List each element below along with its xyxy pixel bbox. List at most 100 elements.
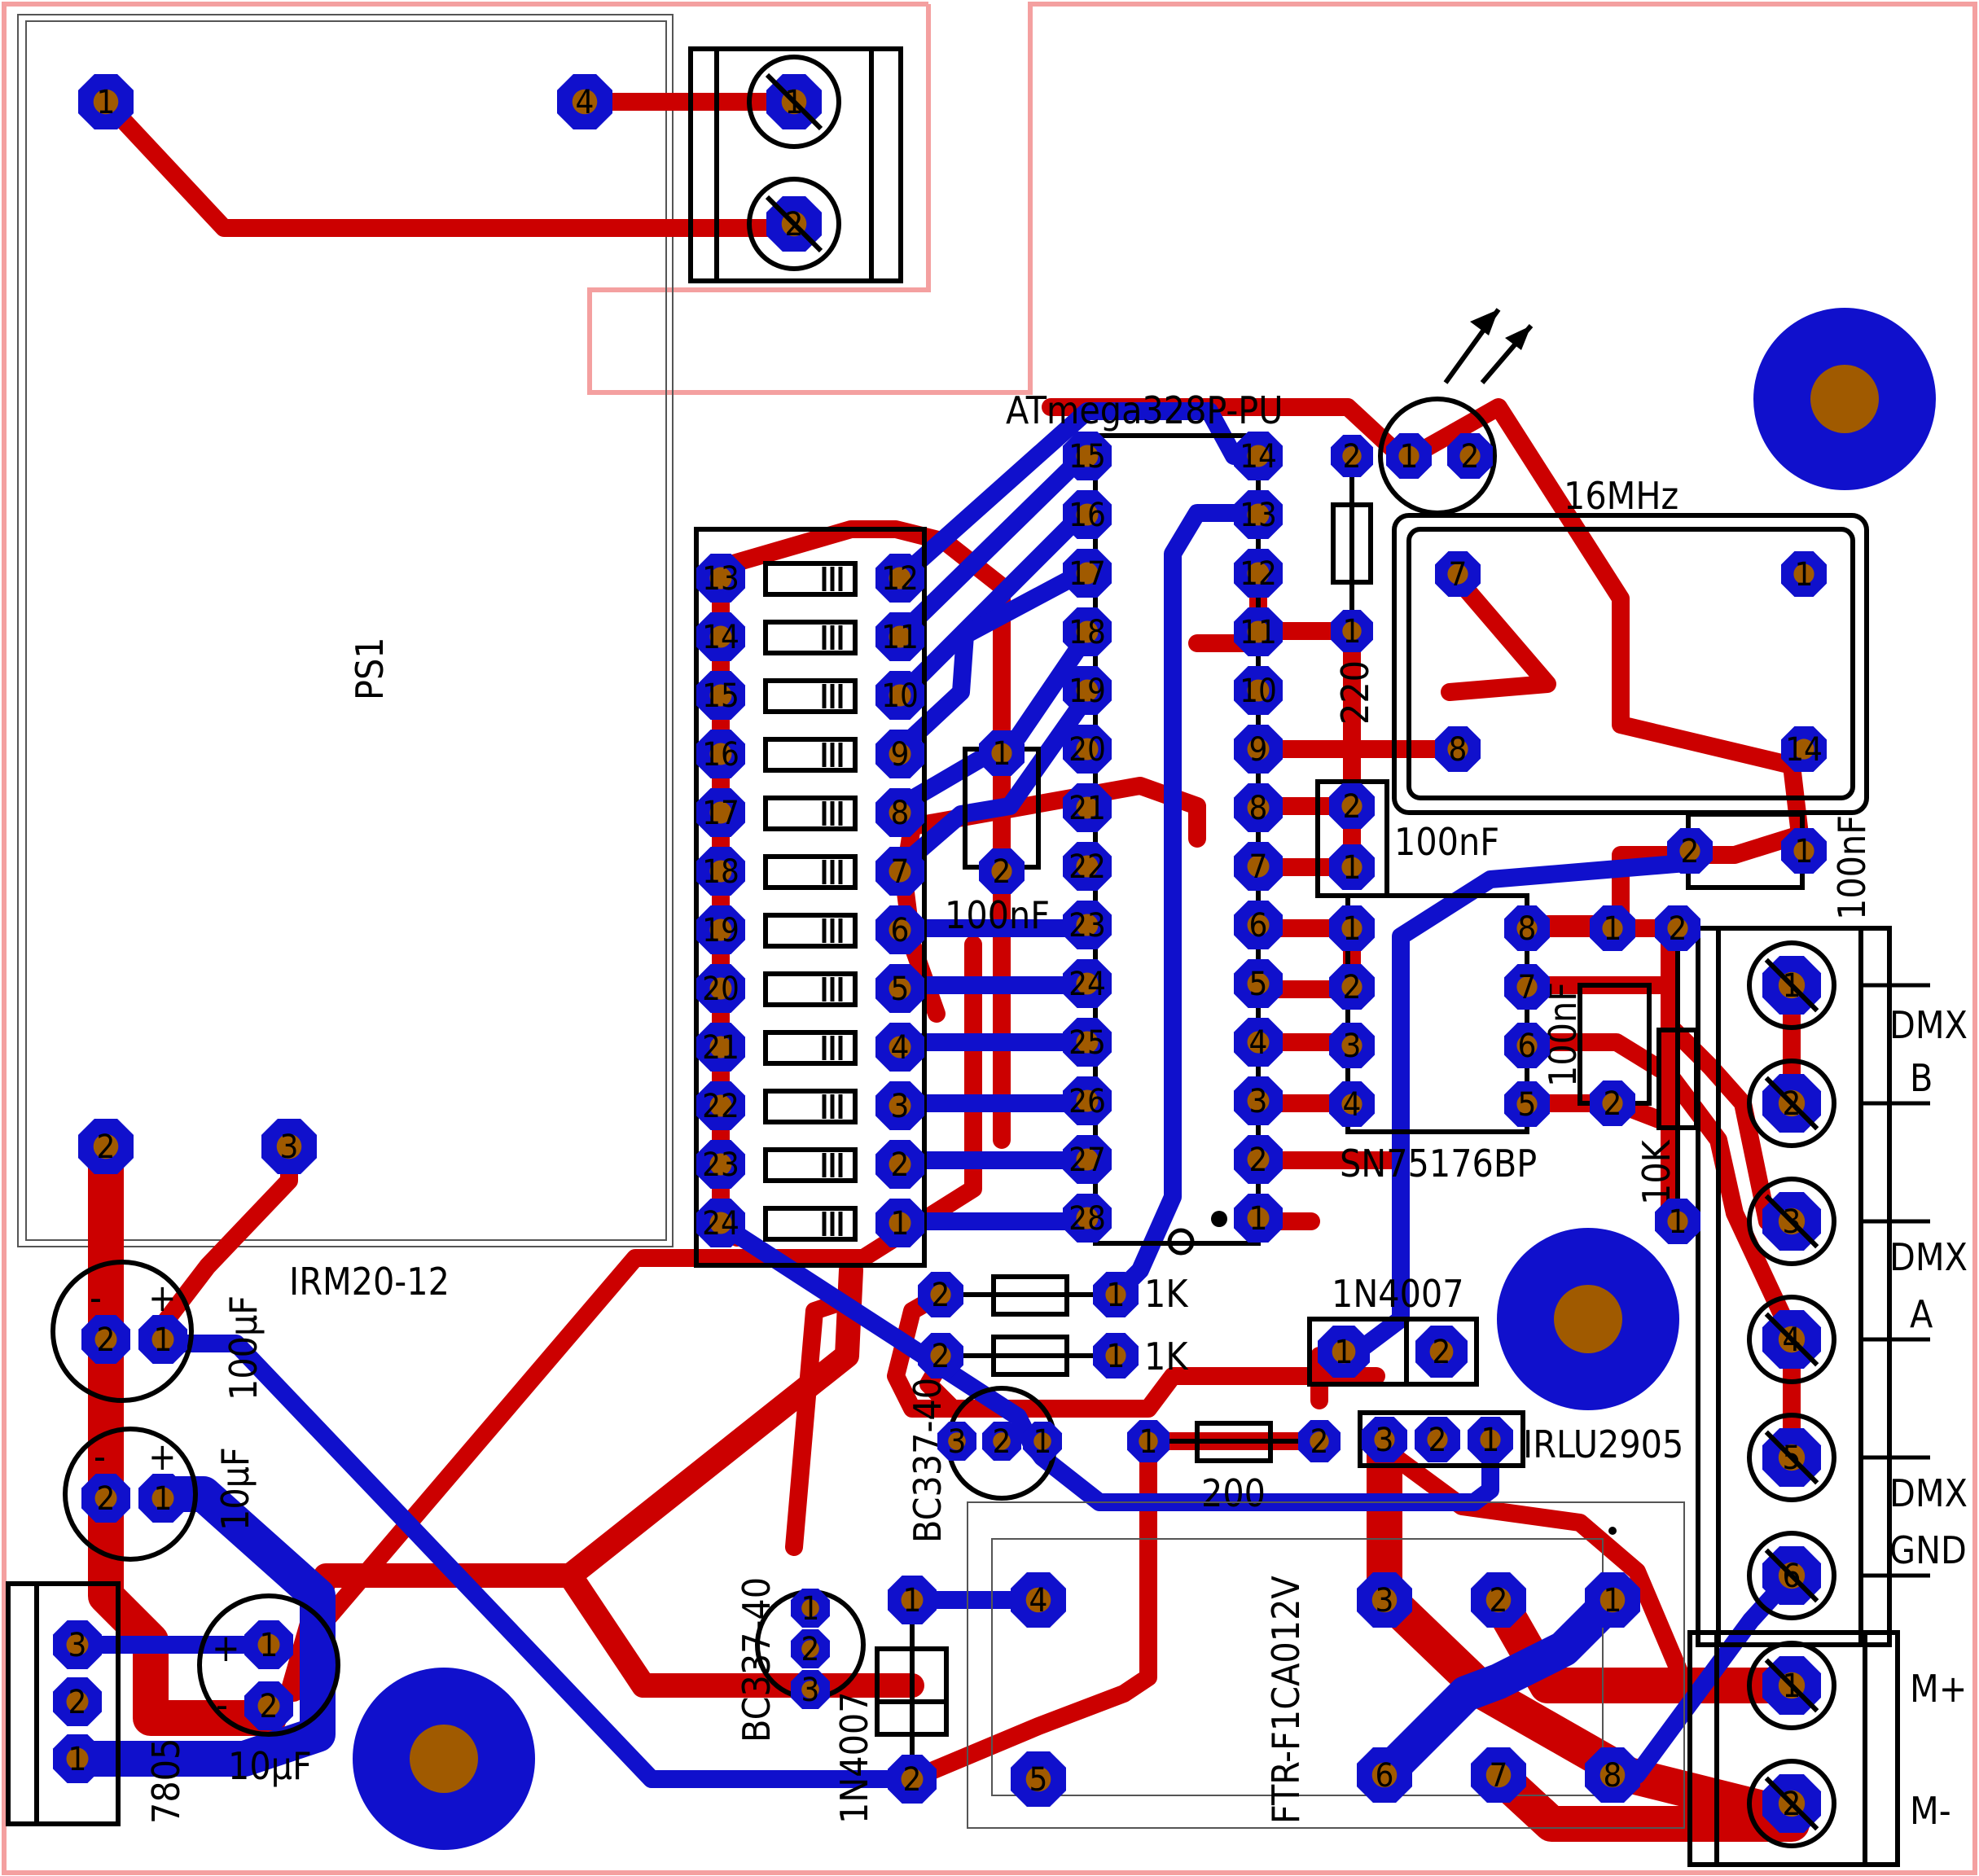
transceiver-pin-label: 4 [1343,1086,1362,1124]
transceiver-pin: 7 [1504,964,1550,1010]
transceiver-pin-label: 5 [1518,1086,1537,1124]
regulator-pin: 3 [53,1620,102,1669]
terminal-dmx-pin: 5 [1747,1413,1836,1502]
mcu-pin-label: 25 [1068,1024,1106,1062]
diode1-pin-label: 2 [1433,1334,1451,1371]
resistor-220-pin-label: 1 [1343,613,1362,651]
resistor-200-pin: 1 [1127,1420,1169,1462]
resistor-1k-a-pin: 2 [918,1272,963,1317]
terminal-motor-pin: 1 [1747,1641,1836,1730]
transistor2-pin: 1 [791,1589,830,1628]
cap-100nf-c-pin-label: 1 [1795,833,1814,870]
terminal-power-pin-label: 1 [785,84,804,121]
dip-pin-label: 16 [702,736,739,774]
transceiver-footprint: SN75176BP [1340,893,1537,1186]
mcu-pin-label: 19 [1068,673,1106,710]
mcu-pin-label: 15 [1068,438,1106,476]
dip-pin: 3 [875,1081,924,1130]
dip-pin: 10 [875,671,924,720]
diode1-pin-label: 1 [1335,1334,1354,1371]
mcu-pin-label: 5 [1249,966,1268,1003]
transceiver-pin: 6 [1504,1023,1550,1068]
dip-lever [763,913,858,949]
relay-coil-pin-label: 5 [1029,1761,1048,1799]
led-pin-label: 1 [1400,438,1419,476]
mcu-pin-label: 12 [1240,555,1277,593]
dip-lever [763,1089,858,1124]
mosfet-pin: 1 [1468,1417,1513,1462]
cap-100nf-b-pin: 2 [1329,783,1375,829]
relay-pin-label: 7 [1490,1757,1508,1795]
mounting-hole-top-right [1753,308,1936,490]
transistor2-pin: 2 [791,1629,830,1668]
mcu-pin: 2 [1234,1135,1283,1184]
mcu-footprint: ATmega328P-PU 15161718192021222324252627… [1006,388,1283,1256]
relay-pin: 1 [1585,1572,1640,1628]
regulator-pin: 2 [53,1677,102,1726]
dip-pin-label: 8 [891,795,910,832]
transistor2-name: BC337-40 [735,1577,779,1742]
dip-pin: 23 [696,1140,745,1189]
dip-lever [763,561,858,597]
dip-pin-label: 19 [702,912,739,949]
diode-1n4007-bottom: 1N4007 [832,1604,949,1824]
terminal-power-pin-label: 2 [785,206,804,243]
terminal-dmx-pin-label: 2 [1783,1085,1801,1123]
mcu-pin-label: 20 [1068,731,1106,769]
crystal-pin: 8 [1435,726,1481,772]
dip-pin-label: 4 [891,1029,910,1067]
cap-100uf-minus: - [90,1276,102,1320]
transistor1-pin: 1 [1023,1422,1062,1461]
transceiver-pin-label: 1 [1343,910,1362,948]
resistor-220: 220 [1331,456,1377,725]
mcu-pin-label: 8 [1249,790,1268,827]
terminal-dmx-pin: 6 [1747,1531,1836,1620]
crystal-value: 16MHz [1564,474,1678,518]
resistor-10k-value: 10K [1635,1138,1678,1205]
mcu-pin-label: 2 [1249,1142,1268,1179]
cap-100nf-a-pin: 1 [979,730,1025,776]
terminal-motor-pin-label: 2 [1783,1786,1801,1823]
transceiver-pin: 4 [1329,1081,1375,1127]
resistor-200: 200 [1148,1421,1319,1515]
mcu-pin: 16 [1063,490,1112,539]
dip-pin-label: 12 [881,560,919,598]
mcu-pin-label: 1 [1249,1200,1268,1238]
dip-pin-label: 7 [891,853,910,891]
dip-pin-label: 21 [702,1029,739,1067]
mcu-pin-label: 9 [1249,731,1268,769]
terminal-dmx-pin-label: 1 [1783,967,1801,1005]
terminal-dmx-pin: 3 [1747,1177,1836,1266]
resistor-1k-b-pin: 2 [918,1333,963,1379]
led-pin-label: 2 [1461,438,1480,476]
cap-100nf-c-pin: 2 [1667,828,1713,874]
resistor-220-pin: 1 [1331,610,1373,652]
relay-pin-label: 3 [1376,1582,1394,1620]
dip-pin: 8 [875,788,924,837]
resistor-1k-b: 1K [941,1335,1189,1379]
mcu-pin-label: 23 [1068,907,1106,945]
cap-100nf-d-pin: 1 [1590,905,1635,951]
mcu-pin: 25 [1063,1018,1112,1067]
mosfet-pin: 2 [1415,1417,1460,1462]
terminal-motor-pin-label: 1 [1783,1668,1801,1705]
crystal-pin-label: 8 [1449,731,1468,769]
cap-10uf-a-value: 10µF [213,1447,257,1531]
resistor-1k-b-pin: 1 [1093,1333,1139,1379]
crystal-pin-label: 7 [1449,556,1468,594]
dip-lever [763,678,858,714]
relay-pin-label: 6 [1376,1757,1394,1795]
transistor2-pin-label: 2 [801,1631,820,1668]
dip-pin: 9 [875,730,924,778]
mcu-pin-label: 7 [1249,848,1268,886]
dip-pin: 18 [696,847,745,896]
mcu-pin-label: 6 [1249,907,1268,945]
cap-100nf-a-pin: 2 [979,848,1025,894]
dip-pin: 19 [696,905,745,954]
terminal-motor: M+ M- [1687,1630,1967,1867]
mcu-pin: 1 [1234,1194,1283,1243]
mounting-hole-mid-right [1497,1228,1679,1410]
cap-10uf-b-pin-label: 2 [260,1688,279,1725]
